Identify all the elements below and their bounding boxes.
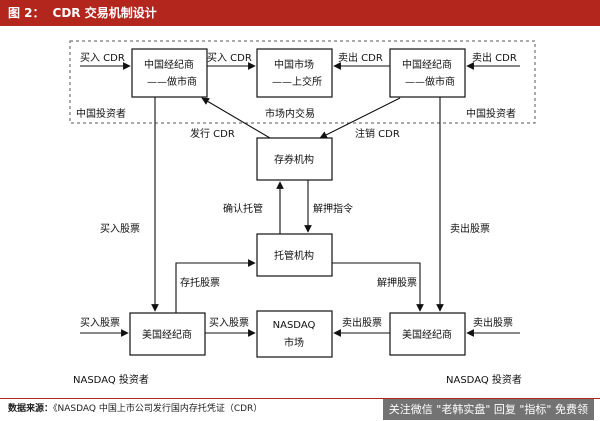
label-buy-stock-2: 买入股票 [209,317,249,329]
box-depositary [256,137,333,181]
cn-broker-left-line1: 中国经纪商 [144,58,194,71]
custodian-label: 托管机构 [274,249,314,262]
label-sell-cdr-1: 卖出 CDR [338,51,383,64]
label-sell-cdr-2: 卖出 CDR [472,51,517,64]
cn-broker-left-line2: ——做市商 [147,75,197,88]
label-issue-cdr: 发行 CDR [190,127,235,140]
label-nasdaq-investor-right: NASDAQ 投资者 [446,373,522,386]
box-cn-broker-right [389,48,466,98]
label-buy-stock-left: 买入股票 [100,223,140,235]
depositary-label: 存券机构 [274,153,314,166]
box-cn-market [256,48,333,98]
label-confirm-custody: 确认托管 [223,202,263,215]
cn-market-line1: 中国市场 [274,58,314,71]
figure-title: CDR 交易机制设计 [52,6,157,20]
label-release-stock: 解押股票 [377,276,417,289]
label-cn-investor-left: 中国投资者 [76,107,126,120]
label-buy-cdr-1: 买入 CDR [80,52,125,64]
box-cn-broker-left [131,48,208,98]
label-buy-cdr-2: 买入 CDR [207,52,252,64]
figure-title-bar: 图 2： CDR 交易机制设计 [0,0,600,26]
cn-market-line2: ——上交所 [272,75,322,88]
us-broker-left-label: 美国经纪商 [142,328,192,341]
label-release-order: 解押指令 [313,202,353,215]
diagram-canvas: 中国经纪商 ——做市商 中国市场 ——上交所 中国经纪商 ——做市商 存券机构 … [0,26,600,396]
us-broker-right-label: 美国经纪商 [402,328,452,341]
label-sell-stock-1: 卖出股票 [342,316,382,329]
figure-number: 图 2： [8,6,45,20]
arrow-release-stock [332,262,424,312]
source-text: 《NASDAQ 中国上市公司发行国内存托凭证（CDR） [53,404,263,414]
box-us-broker-right [389,312,466,356]
box-us-broker-left [129,312,206,356]
label-nasdaq-investor-left: NASDAQ 投资者 [73,373,149,386]
cn-broker-right-line1: 中国经纪商 [402,58,452,71]
china-market-region [69,40,536,124]
arrow-cancel-cdr [319,97,401,139]
nasdaq-line1: NASDAQ [273,320,316,331]
label-sell-stock-right: 卖出股票 [450,222,490,235]
label-cn-investor-right: 中国投资者 [466,107,516,120]
label-in-market-trade: 市场内交易 [265,107,315,120]
cn-broker-right-line2: ——做市商 [405,75,455,88]
box-nasdaq [256,310,333,358]
figure-footer: 数据来源：《NASDAQ 中国上市公司发行国内存托凭证（CDR） 关注微信 "老… [0,398,600,421]
arrow-issue-cdr [201,97,271,139]
nasdaq-line2: 市场 [284,336,304,349]
cdr-mechanism-diagram: 中国经纪商 ——做市商 中国市场 ——上交所 中国经纪商 ——做市商 存券机构 … [69,40,536,386]
arrow-deposit-stock [175,259,256,313]
label-buy-stock-1: 买入股票 [80,317,120,329]
watermark-banner: 关注微信 "老韩实盘" 回复 "指标" 免费领 [382,399,594,420]
label-cancel-cdr: 注销 CDR [355,127,400,140]
label-sell-stock-2: 卖出股票 [473,316,513,329]
box-custodian [256,233,333,277]
label-deposit-stock: 存托股票 [180,276,220,289]
source-label: 数据来源： [8,404,54,414]
